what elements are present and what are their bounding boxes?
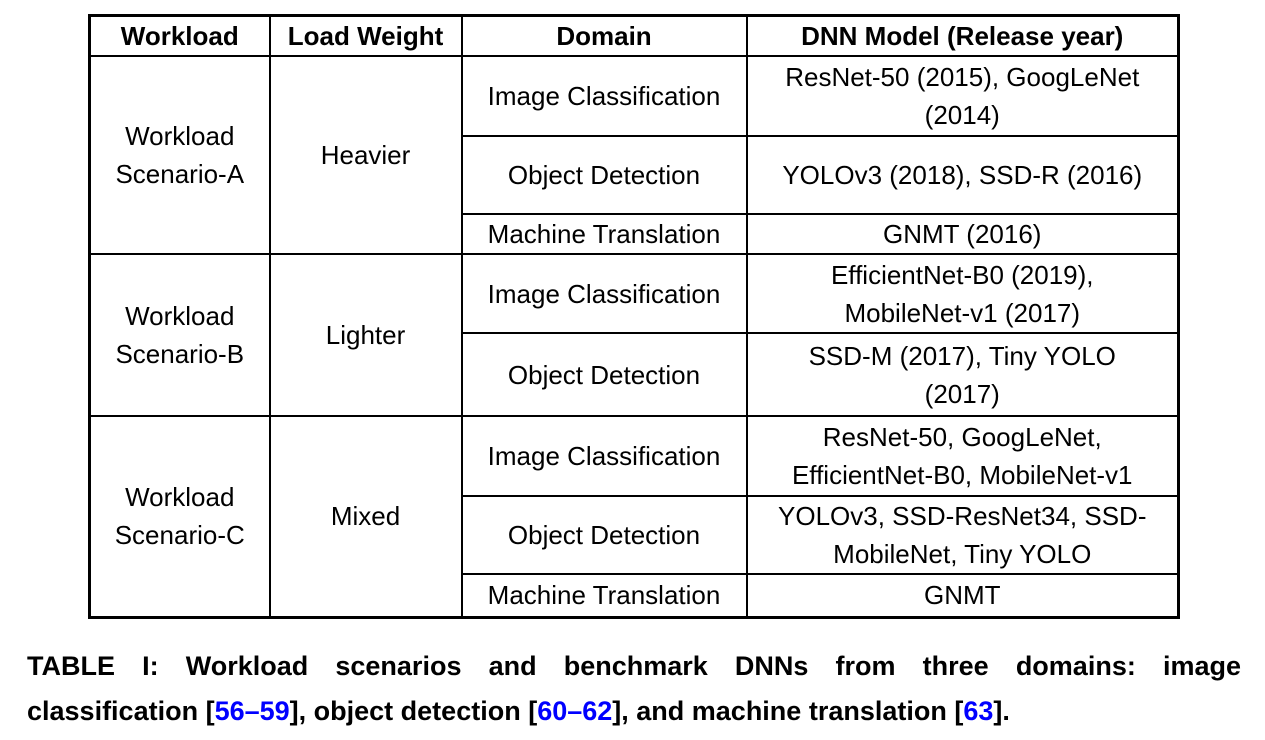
table-row: Machine Translation GNMT (2016) bbox=[90, 213, 1180, 255]
table-row: Workload Scenario-C Mixed Image Classifi… bbox=[88, 415, 1180, 618]
col-header-domain: Domain bbox=[460, 14, 748, 57]
domain-cell: Image Classification bbox=[460, 253, 748, 334]
col-header-load-weight: Load Weight bbox=[268, 14, 463, 57]
table-row: Workload Scenario-B Lighter Image Classi… bbox=[88, 253, 1180, 417]
models-cell: GNMT (2016) bbox=[745, 213, 1180, 255]
workload-cell-scenario-c: Workload Scenario-C bbox=[88, 415, 271, 618]
table-row: Object Detection YOLOv3, SSD-ResNet34, S… bbox=[90, 495, 1180, 575]
load-weight-cell-heavier: Heavier bbox=[268, 55, 463, 255]
domain-cell: Image Classification bbox=[460, 415, 748, 497]
caption-text: ], object detection [ bbox=[289, 696, 538, 726]
models-cell: YOLOv3, SSD-ResNet34, SSD- MobileNet, Ti… bbox=[745, 495, 1180, 575]
caption-text: classification [ bbox=[27, 696, 215, 726]
models-cell: ResNet-50, GoogLeNet, EfficientNet-B0, M… bbox=[745, 415, 1180, 497]
table-row: Workload Scenario-A Heavier Image Classi… bbox=[88, 55, 1180, 255]
citation-link[interactable]: 56–59 bbox=[214, 696, 290, 726]
caption-text: ], and machine translation [ bbox=[612, 696, 964, 726]
models-cell: ResNet-50 (2015), GoogLeNet (2014) bbox=[745, 55, 1180, 137]
caption-line-1: TABLE I: Workload scenarios and benchmar… bbox=[27, 644, 1241, 689]
workload-cell-scenario-a: Workload Scenario-A bbox=[88, 55, 271, 255]
col-header-workload: Workload bbox=[88, 14, 271, 57]
domain-cell: Image Classification bbox=[460, 55, 748, 137]
citation-link[interactable]: 63 bbox=[963, 696, 994, 726]
citation-link[interactable]: 60–62 bbox=[537, 696, 613, 726]
load-weight-cell-mixed: Mixed bbox=[268, 415, 463, 618]
workload-benchmark-table: Workload Load Weight Domain DNN Model (R… bbox=[88, 14, 1180, 619]
domain-cell: Machine Translation bbox=[460, 573, 748, 618]
models-cell: EfficientNet-B0 (2019), MobileNet-v1 (20… bbox=[745, 253, 1180, 334]
load-weight-cell-lighter: Lighter bbox=[268, 253, 463, 417]
col-header-dnn-model: DNN Model (Release year) bbox=[745, 14, 1180, 57]
models-cell: YOLOv3 (2018), SSD-R (2016) bbox=[745, 135, 1180, 215]
workload-cell-scenario-b: Workload Scenario-B bbox=[88, 253, 271, 417]
models-cell: GNMT bbox=[745, 573, 1180, 618]
models-cell: SSD-M (2017), Tiny YOLO (2017) bbox=[745, 332, 1180, 417]
table-row: Object Detection SSD-M (2017), Tiny YOLO… bbox=[90, 332, 1180, 417]
caption-text: TABLE I: Workload scenarios and benchmar… bbox=[27, 651, 1241, 681]
domain-cell: Object Detection bbox=[460, 495, 748, 575]
domain-cell: Object Detection bbox=[460, 332, 748, 417]
table-caption: TABLE I: Workload scenarios and benchmar… bbox=[27, 644, 1241, 734]
table-header-row: Workload Load Weight Domain DNN Model (R… bbox=[88, 14, 1180, 57]
table-row: Machine Translation GNMT bbox=[90, 573, 1180, 618]
caption-text: ]. bbox=[993, 696, 1010, 726]
caption-line-2: classification [56–59], object detection… bbox=[27, 689, 1241, 734]
domain-cell: Object Detection bbox=[460, 135, 748, 215]
table-row: Object Detection YOLOv3 (2018), SSD-R (2… bbox=[90, 135, 1180, 215]
domain-cell: Machine Translation bbox=[460, 213, 748, 255]
